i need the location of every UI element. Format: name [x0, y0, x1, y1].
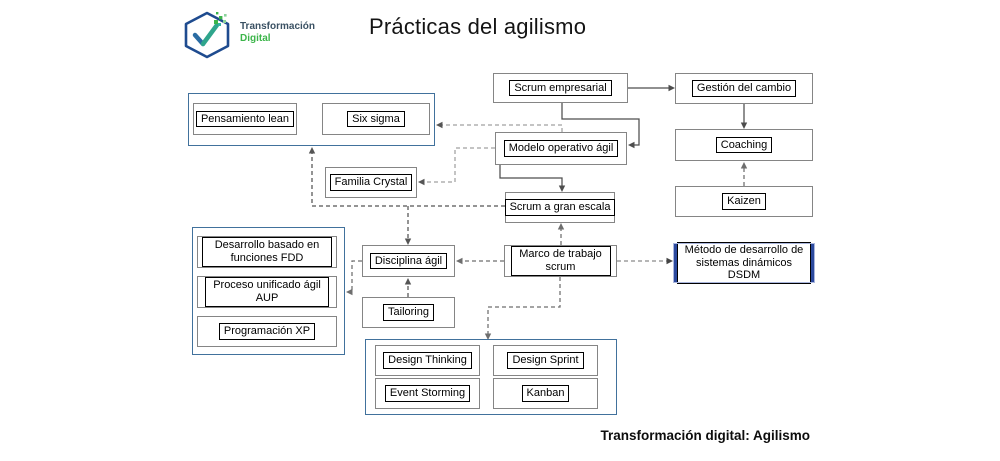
node-label: Proceso unificado ágil AUP [205, 277, 329, 307]
transformacion-digital-logo-icon [184, 11, 230, 59]
node-label: Design Thinking [383, 352, 472, 369]
node-programacion-xp[interactable]: Programación XP [197, 316, 337, 347]
node-design-thinking[interactable]: Design Thinking [375, 345, 480, 376]
node-disciplina-agil[interactable]: Disciplina ágil [362, 245, 455, 277]
node-fdd[interactable]: Desarrollo basado en funciones FDD [197, 236, 337, 268]
node-kanban[interactable]: Kanban [493, 378, 598, 409]
node-scrum-a-gran-escala[interactable]: Scrum a gran escala [504, 192, 616, 223]
node-label: Kaizen [722, 193, 766, 210]
node-label: Scrum empresarial [509, 79, 612, 97]
node-six-sigma[interactable]: Six sigma [322, 103, 430, 135]
node-label: Coaching [715, 136, 773, 154]
node-tailoring[interactable]: Tailoring [362, 297, 455, 328]
node-event-storming[interactable]: Event Storming [375, 378, 480, 409]
slide-caption: Transformación digital: Agilismo [600, 428, 810, 443]
node-dsdm[interactable]: Método de desarrollo de sistemas dinámic… [673, 241, 815, 285]
node-label: Event Storming [384, 385, 471, 402]
node-familia-crystal[interactable]: Familia Crystal [325, 167, 417, 198]
node-label: Pensamiento lean [195, 110, 295, 128]
node-marco-de-trabajo-scrum[interactable]: Marco de trabajo scrum [504, 245, 617, 277]
node-label: Gestión del cambio [691, 80, 797, 97]
node-scrum-empresarial[interactable]: Scrum empresarial [493, 73, 628, 103]
node-pensamiento-lean[interactable]: Pensamiento lean [193, 103, 297, 135]
node-gestion-del-cambio[interactable]: Gestión del cambio [675, 73, 813, 104]
node-modelo-operativo-agil[interactable]: Modelo operativo ágil [495, 132, 627, 165]
node-coaching[interactable]: Coaching [675, 129, 813, 161]
logo-line1: Transformación [240, 21, 316, 32]
node-label: Desarrollo basado en funciones FDD [202, 237, 332, 267]
node-aup[interactable]: Proceso unificado ágil AUP [197, 276, 337, 308]
node-label: Programación XP [218, 323, 316, 340]
logo-wordmark: Transformación Digital [240, 21, 315, 44]
node-kaizen[interactable]: Kaizen [675, 186, 813, 217]
page-title: Prácticas del agilismo [369, 14, 587, 39]
node-label: Tailoring [383, 304, 434, 321]
node-label: Marco de trabajo scrum [510, 246, 611, 276]
node-label: Kanban [521, 385, 570, 402]
node-label: Modelo operativo ágil [503, 140, 619, 157]
node-label: Disciplina ágil [369, 252, 448, 270]
node-label: Design Sprint [507, 352, 584, 369]
node-label: Familia Crystal [329, 174, 413, 191]
node-label: Scrum a gran escala [504, 199, 616, 216]
node-label: Six sigma [347, 110, 405, 128]
logo-line2: Digital [240, 32, 271, 44]
node-design-sprint[interactable]: Design Sprint [493, 345, 598, 376]
node-label: Método de desarrollo de sistemas dinámic… [677, 241, 811, 285]
